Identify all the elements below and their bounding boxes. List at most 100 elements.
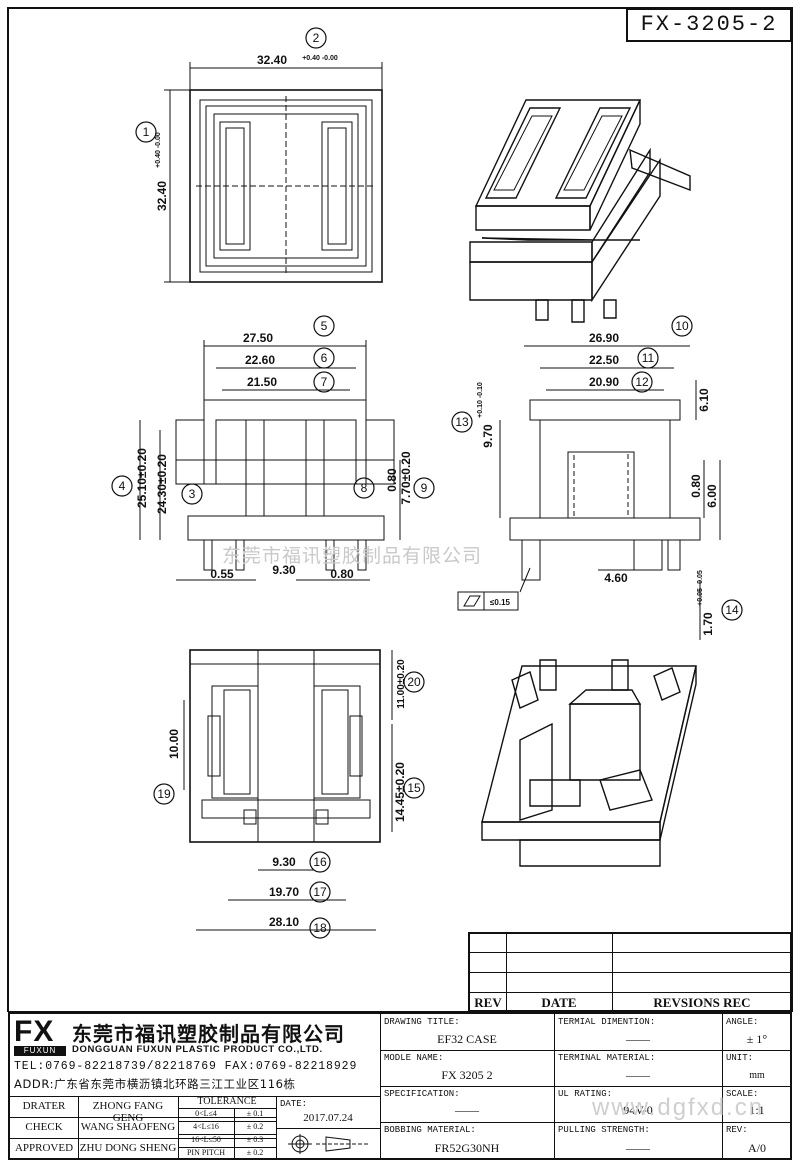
term-dim-label: TERMIAL DIMENTION: <box>558 1017 656 1027</box>
balloon-11: 11 <box>642 351 655 365</box>
dim-side-h2: 0.80 <box>689 474 703 498</box>
model-value: FX 3205 2 <box>441 1068 493 1082</box>
company-name-en: DONGGUAN FUXUN PLASTIC PRODUCT CO.,LTD. <box>72 1044 323 1055</box>
logo-sub: FUXUN <box>14 1046 66 1056</box>
company-logo: FX FUXUN <box>14 1017 66 1056</box>
term-mat-value: —— <box>626 1068 650 1082</box>
rev-header-rev: REV <box>474 995 502 1010</box>
tol-value-2: ± 0.2 <box>246 1122 264 1131</box>
check-name: WANG SHAOFENG <box>80 1121 176 1133</box>
dim-d4: 25.10±0.20 <box>135 448 149 508</box>
balloon-9: 9 <box>421 481 428 495</box>
dim-d17: 19.70 <box>269 885 299 899</box>
unit-value: mm <box>749 1070 765 1081</box>
rev-col-line <box>612 934 613 1010</box>
tol-value-1: ± 0.1 <box>246 1109 264 1118</box>
dim-d1-tol: +0.40 -0.00 <box>155 132 162 168</box>
balloon-10: 10 <box>675 319 689 333</box>
balloon-1: 1 <box>143 125 150 139</box>
rev-col-line <box>506 934 507 1010</box>
dim-d19: 10.00 <box>167 729 181 759</box>
dim-d15: 14.45±0.20 <box>393 762 407 822</box>
dim-d10: 26.90 <box>589 331 619 345</box>
date-label: DATE: <box>280 1099 308 1109</box>
dim-d13: 9.70 <box>481 424 495 448</box>
dim-d9: 7.70±0.20 <box>399 451 413 505</box>
dim-flatness: ≤0.15 <box>490 598 511 607</box>
balloon-2: 2 <box>313 31 320 45</box>
dim-d1: 32.40 <box>155 181 169 211</box>
title-block: FX FUXUN 东莞市福讯塑胶制品有限公司 DONGGUAN FUXUN PL… <box>8 1012 792 1160</box>
projection-symbol-icon <box>288 1134 370 1154</box>
tol-range-2: 4<L≤16 <box>193 1122 219 1131</box>
model-label: MODLE NAME: <box>384 1053 444 1063</box>
balloon-7: 7 <box>321 375 328 389</box>
balloon-12: 12 <box>635 375 649 389</box>
balloon-6: 6 <box>321 351 328 365</box>
dim-d14: 1.70 <box>701 612 715 636</box>
bottom-view <box>183 649 393 931</box>
dim-pin-w: 0.55 <box>210 567 234 581</box>
dim-d12: 20.90 <box>589 375 619 389</box>
balloon-3: 3 <box>189 487 196 501</box>
scale-label: SCALE: <box>726 1089 759 1099</box>
date-value: 2017.07.24 <box>303 1112 353 1124</box>
tolerance-title: TOLERANCE <box>197 1096 257 1107</box>
top-view <box>164 62 383 283</box>
term-dim-value: —— <box>626 1032 650 1046</box>
dim-side-w: 4.60 <box>604 571 628 585</box>
drawing-title-value: EF32 CASE <box>437 1032 497 1046</box>
balloon-4: 4 <box>119 479 126 493</box>
front-view <box>139 340 401 581</box>
side-view <box>457 345 721 640</box>
balloon-14: 14 <box>725 603 739 617</box>
dim-d2-tol: +0.40 -0.00 <box>302 55 338 62</box>
dim-d6: 22.60 <box>245 353 275 367</box>
rev-row-line <box>470 952 790 953</box>
dim-d2: 32.40 <box>257 53 287 67</box>
scale-value: 1:1 <box>749 1103 765 1117</box>
balloon-13: 13 <box>455 415 469 429</box>
term-mat-label: TERMINAL MATERIAL: <box>558 1053 656 1063</box>
dim-d18: 28.10 <box>269 915 299 929</box>
dim-d11: 22.50 <box>589 353 619 367</box>
dim-d16: 9.30 <box>272 855 296 869</box>
dim-pin-pitch: 9.30 <box>272 563 296 577</box>
balloon-18: 18 <box>313 921 327 935</box>
watermark-url: www.dgfxd.cn <box>592 1094 765 1121</box>
dim-d14-tol: +0.05 -0.05 <box>697 570 704 606</box>
spec-label: SPECIFICATION: <box>384 1089 460 1099</box>
company-tel: TEL:0769-82218739/82218769 FAX:0769-8221… <box>14 1060 358 1073</box>
pull-label: PULLING STRENGTH: <box>558 1125 650 1135</box>
rev-label: REV: <box>726 1125 748 1135</box>
pull-value: —— <box>626 1141 650 1155</box>
spec-value: —— <box>455 1103 479 1117</box>
dim-d20: 11.00±0.20 <box>396 659 407 709</box>
dim-d13-tol: +0.10 -0.10 <box>477 382 484 418</box>
tol-value-4: ± 0.2 <box>246 1148 264 1157</box>
bobbin-value: FR52G30NH <box>434 1141 500 1155</box>
angle-value: ± 1° <box>746 1032 768 1046</box>
tol-range-4: PIN PITCH <box>186 1148 225 1157</box>
tol-range-1: 0<L≤4 <box>195 1109 217 1118</box>
drater-name: ZHONG FANG GENG <box>92 1100 164 1124</box>
drater-label: DRATER <box>22 1100 66 1112</box>
rev-header-date: DATE <box>541 995 577 1010</box>
technical-drawing: 2 1 4 3 5 6 7 8 9 10 11 12 13 14 15 16 1… <box>7 7 793 1012</box>
balloon-5: 5 <box>321 319 328 333</box>
iso-view-top <box>469 99 691 323</box>
dim-side-08: 0.80 <box>385 468 399 492</box>
balloon-15: 15 <box>407 781 421 795</box>
angle-label: ANGLE: <box>726 1017 759 1027</box>
dim-side-h3: 6.00 <box>705 484 719 508</box>
tol-range-3: 16<L≤50 <box>191 1135 221 1144</box>
revision-table: REV DATE REVSIONS REC <box>468 932 792 1012</box>
balloon-19: 19 <box>157 787 171 801</box>
dim-d3: 24.30±0.20 <box>155 454 169 514</box>
company-name-cn: 东莞市福讯塑胶制品有限公司 <box>72 1022 345 1046</box>
dim-d7: 21.50 <box>247 375 277 389</box>
iso-view-bottom <box>481 659 697 867</box>
drawing-title-label: DRAWING TITLE: <box>384 1017 460 1027</box>
unit-label: UNIT: <box>726 1053 754 1063</box>
